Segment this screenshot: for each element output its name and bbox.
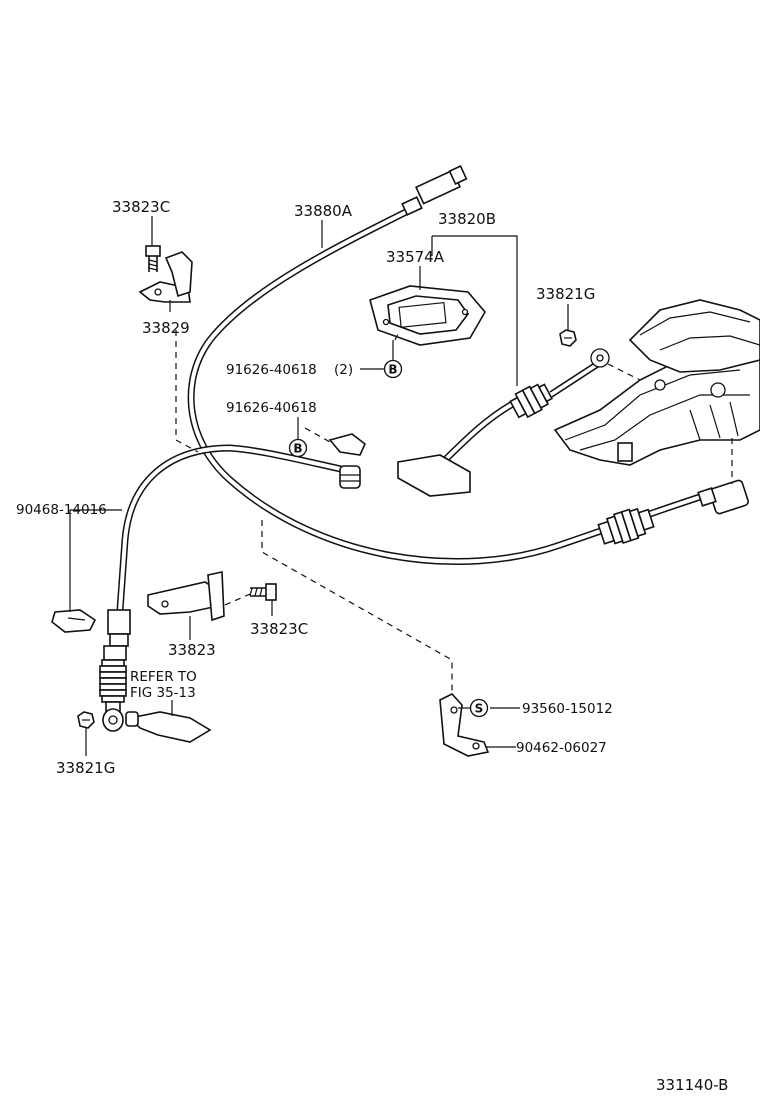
shift-cable-33820B [397, 348, 610, 497]
label-33823C-bottom: 33823C [250, 620, 308, 638]
bracket-33823 [147, 571, 225, 622]
transmission-lever-ref [125, 711, 212, 743]
label-33823: 33823 [168, 641, 216, 659]
bolt-33823C-bottom [249, 583, 277, 601]
label-90468-14016: 90468-14016 [16, 502, 107, 518]
reference-dashes [175, 329, 733, 692]
label-33821G-left: 33821G [56, 759, 115, 777]
label-33820B: 33820B [438, 210, 496, 228]
clip-90468-14016 [51, 609, 97, 633]
label-fig-35-13: FIG 35-13 [130, 685, 196, 701]
bracket-33829 [138, 251, 193, 303]
callout-b-1: B [383, 359, 403, 379]
svg-text:B: B [388, 363, 397, 377]
callout-s-1: S [469, 698, 489, 718]
label-93560-15012: 93560-15012 [522, 701, 613, 717]
label-33574A: 33574A [386, 248, 445, 266]
retainer-33574A [369, 285, 486, 346]
bracket-90462 [439, 693, 490, 757]
label-33880A: 33880A [294, 202, 353, 220]
label-33823C-top: 33823C [112, 198, 170, 216]
label-33829: 33829 [142, 319, 190, 337]
bolt-33823C-top [145, 245, 161, 272]
svg-text:B: B [293, 442, 302, 456]
shift-lever-assembly [553, 299, 760, 466]
shift-cable-33880A [187, 165, 749, 566]
label-91626-40618-qty: 91626-40618 [226, 362, 317, 378]
svg-text:S: S [475, 702, 484, 716]
label-90462-06027: 90462-06027 [516, 740, 607, 756]
nut-33821G-left [77, 711, 95, 729]
leader-lines [69, 216, 569, 756]
cable-clamp [328, 433, 366, 489]
callout-b-2: B [288, 438, 308, 458]
label-91626-40618: 91626-40618 [226, 400, 317, 416]
lower-cable-assembly [99, 444, 349, 732]
label-refer-to: REFER TO [130, 669, 197, 685]
label-33821G-right: 33821G [536, 285, 595, 303]
label-qty-2: (2) [334, 362, 353, 378]
figure-code: 331140-B [656, 1076, 728, 1094]
nut-33821G-right [559, 329, 577, 347]
